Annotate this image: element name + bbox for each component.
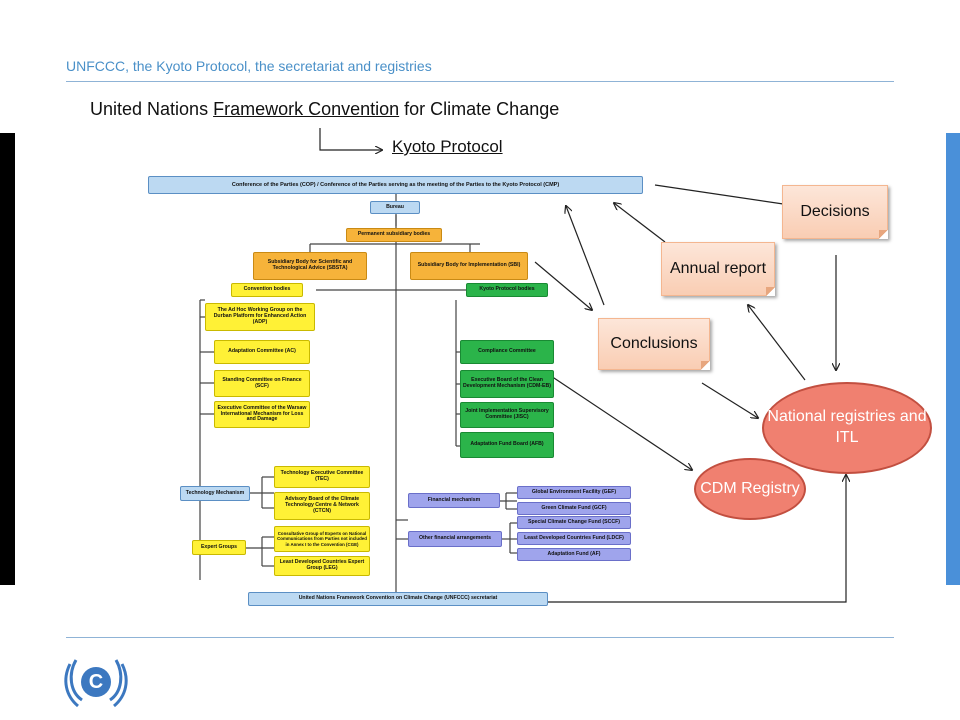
cge-box: Consultative Group of Experts on Nationa… bbox=[274, 526, 370, 552]
arrow-conclusions-to-registries bbox=[701, 382, 758, 418]
sccf-box: Special Climate Change Fund (SCCF) bbox=[517, 516, 631, 529]
kyoto-protocol-label: Kyoto Protocol bbox=[392, 137, 503, 156]
cdm-eb-box: Executive Board of the Clean Development… bbox=[460, 370, 554, 398]
gef-box: Global Environment Facility (GEF) bbox=[517, 486, 631, 499]
title-pre: United Nations bbox=[90, 99, 214, 119]
gcf-box: Green Climate Fund (GCF) bbox=[517, 502, 631, 515]
jisc-box: Joint Implementation Supervisory Committ… bbox=[460, 402, 554, 428]
scf-box: Standing Committee on Finance (SCF) bbox=[214, 370, 310, 397]
arrow-sb-to-conclusions bbox=[534, 261, 592, 310]
kyoto-arrow bbox=[319, 128, 382, 150]
title-post: for Climate Change bbox=[399, 99, 560, 119]
convention-bodies-box: Convention bodies bbox=[231, 283, 303, 297]
arrow-conclusions-to-cop bbox=[566, 206, 605, 306]
conclusions-note: Conclusions bbox=[598, 318, 710, 370]
financial-mechanism-box: Financial mechanism bbox=[408, 493, 500, 508]
footer-rule bbox=[66, 637, 894, 638]
secretariat-box: United Nations Framework Convention on C… bbox=[248, 592, 548, 606]
afb-box: Adaptation Fund Board (AFB) bbox=[460, 432, 554, 458]
slide-title: United Nations Framework Convention for … bbox=[90, 99, 559, 120]
ldcf-box: Least Developed Countries Fund (LDCF) bbox=[517, 532, 631, 545]
tec-box: Technology Executive Committee (TEC) bbox=[274, 466, 370, 488]
arrow-registries-to-annual bbox=[748, 305, 806, 381]
arrow-cop-to-decisions bbox=[654, 184, 790, 205]
arrow-annual-to-cop bbox=[614, 203, 666, 243]
header-rule bbox=[66, 81, 894, 82]
decisions-note: Decisions bbox=[782, 185, 888, 239]
leg-box: Least Developed Countries Expert Group (… bbox=[274, 556, 370, 576]
org-lines bbox=[199, 194, 517, 592]
ctcn-box: Advisory Board of the Climate Technology… bbox=[274, 492, 370, 520]
technology-mechanism-box: Technology Mechanism bbox=[180, 486, 250, 501]
cop-cmp-box: Conference of the Parties (COP) / Confer… bbox=[148, 176, 643, 194]
annual-report-note: Annual report bbox=[661, 242, 775, 296]
right-accent-bar bbox=[946, 133, 960, 585]
svg-text:C: C bbox=[89, 671, 103, 693]
other-financial-box: Other financial arrangements bbox=[408, 531, 502, 547]
af-box: Adaptation Fund (AF) bbox=[517, 548, 631, 561]
bureau-box: Bureau bbox=[370, 201, 420, 214]
expert-groups-box: Expert Groups bbox=[192, 540, 246, 555]
arrow-cdmeb-to-cdm-registry bbox=[544, 371, 692, 470]
sbsta-box: Subsidiary Body for Scientific and Techn… bbox=[253, 252, 367, 280]
national-registries-ellipse: National registries and ITL bbox=[762, 382, 932, 474]
compliance-committee-box: Compliance Committee bbox=[460, 340, 554, 364]
cdm-registry-ellipse: CDM Registry bbox=[694, 458, 806, 520]
slide-header: UNFCCC, the Kyoto Protocol, the secretar… bbox=[66, 58, 432, 74]
adaptation-committee-box: Adaptation Committee (AC) bbox=[214, 340, 310, 364]
kyoto-bodies-box: Kyoto Protocol bodies bbox=[466, 283, 548, 297]
permanent-subsidiary-box: Permanent subsidiary bodies bbox=[346, 228, 442, 242]
sbi-box: Subsidiary Body for Implementation (SBI) bbox=[410, 252, 528, 280]
warsaw-mechanism-box: Executive Committee of the Warsaw Intern… bbox=[214, 401, 310, 428]
unfccc-logo-icon: C bbox=[64, 659, 128, 708]
adp-box: The Ad Hoc Working Group on the Durban P… bbox=[205, 303, 315, 331]
title-underlined: Framework Convention bbox=[213, 99, 400, 119]
left-accent-bar bbox=[0, 133, 15, 585]
arrow-secretariat-to-registries bbox=[548, 475, 846, 603]
